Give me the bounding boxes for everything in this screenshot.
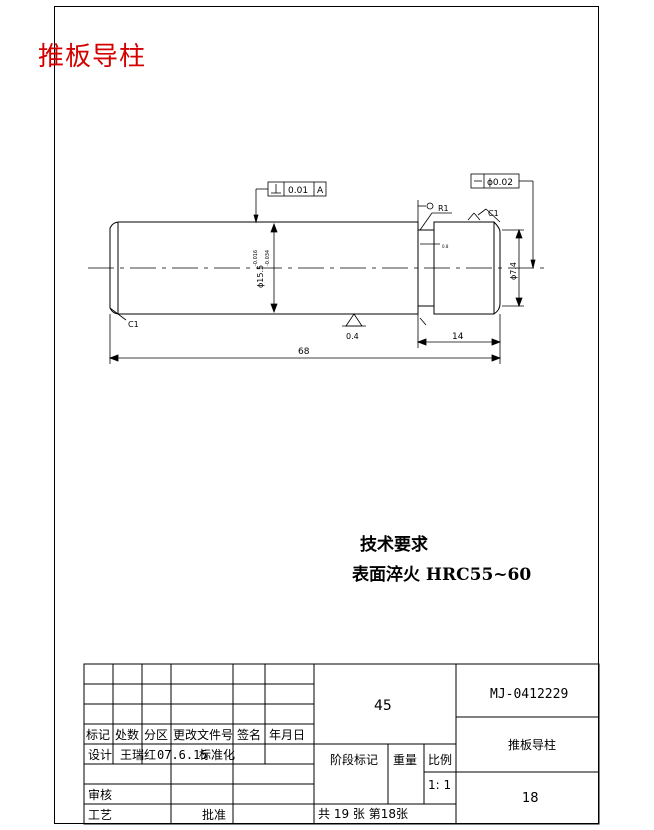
tb-sheet-no: 18 <box>522 791 539 806</box>
tb-sign: 签名 <box>237 728 262 742</box>
tech-req-heading: 技术要求 <box>360 535 428 555</box>
title-block-grid <box>83 663 600 825</box>
tb-approve: 批准 <box>202 808 227 822</box>
radius-label: R1 <box>438 204 449 213</box>
main-dia-upper: -0.016 <box>253 250 259 266</box>
tb-part-name: 推板导柱 <box>508 738 557 752</box>
tb-mark: 标记 <box>86 728 111 742</box>
chamfer-right: C1 <box>488 209 499 218</box>
dim-total: 68 <box>298 347 310 357</box>
tb-design-date: 07.6.15 <box>157 748 208 762</box>
flatness-tol: 0.01 <box>288 186 308 196</box>
datum-ref: A <box>317 186 324 196</box>
dim-step: 14 <box>452 332 464 342</box>
radius-leader <box>417 200 501 326</box>
concentricity-frame <box>470 173 536 269</box>
datum-roughness: 0.4 <box>346 332 359 341</box>
tb-zone: 分区 <box>144 728 169 742</box>
tb-drawing-no: MJ-0412229 <box>490 687 569 702</box>
tb-design: 设计 <box>88 748 113 762</box>
main-diameter-dim <box>270 222 278 314</box>
roughness-small: 0.8 <box>442 244 449 249</box>
tb-designer: 王瑞红 <box>120 748 157 762</box>
tb-material: 45 <box>374 698 392 714</box>
tb-sheets: 共 19 张 第18张 <box>318 807 408 821</box>
chamfer-left: C1 <box>128 320 139 329</box>
tb-scale: 1: 1 <box>428 778 452 792</box>
tb-stage-mark: 阶段标记 <box>330 753 379 767</box>
concentricity-tol: ϕ0.02 <box>487 178 513 188</box>
step-dia-label: ϕ7.4 <box>509 262 518 280</box>
perpendicularity-frame <box>253 181 327 224</box>
total-length-dim <box>108 314 502 364</box>
main-dia-label: ϕ15.5 <box>256 265 265 288</box>
tb-standardize: 标准化 <box>199 748 236 762</box>
tb-count: 处数 <box>115 728 140 742</box>
tb-scale-label: 比例 <box>428 753 453 767</box>
header-title: 推板导柱 <box>38 42 147 72</box>
step-diameter-dim <box>502 228 524 308</box>
tech-req-line1: 表面淬火 HRC55~60 <box>352 565 532 585</box>
datum-roughness-symbol <box>342 313 366 327</box>
tb-weight: 重量 <box>393 753 418 767</box>
tb-change-doc: 更改文件号 <box>173 728 234 742</box>
step-length-dim <box>416 314 502 348</box>
main-dia-lower: -0.034 <box>265 250 271 266</box>
tb-process: 工艺 <box>88 808 113 822</box>
tb-review: 审核 <box>88 788 113 802</box>
chamfer-left-leader <box>109 307 127 321</box>
tb-date: 年月日 <box>269 728 306 742</box>
